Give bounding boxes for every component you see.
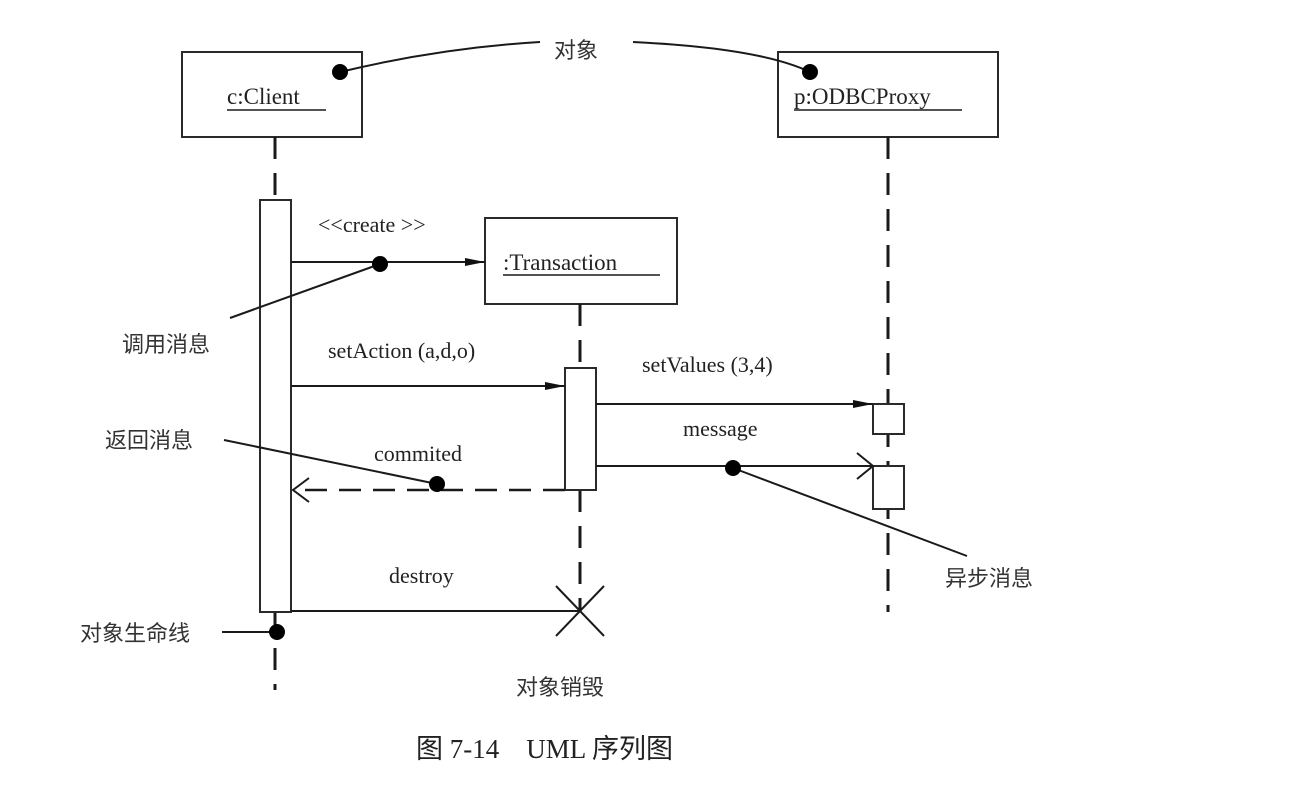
annotation-object-leader-left	[339, 41, 541, 73]
message-set-values: setValues (3,4)	[596, 352, 873, 408]
object-client-label: c:Client	[227, 84, 300, 109]
annotation-call-dot	[372, 256, 388, 272]
activation-transaction	[564, 367, 597, 491]
create-label: <<create >>	[318, 212, 426, 237]
activation-proxy-async	[872, 465, 905, 510]
message-return: commited	[291, 441, 565, 503]
annotation-call-leader	[229, 263, 381, 319]
annotation-lifeline-dot	[269, 624, 285, 640]
set-action-label: setAction (a,d,o)	[328, 338, 475, 363]
annotation-return-leader	[223, 439, 438, 485]
annotation-async-dot	[725, 460, 741, 476]
annotation-return-dot	[429, 476, 445, 492]
annotation-object-leader-right	[632, 41, 811, 73]
set-values-label: setValues (3,4)	[642, 352, 773, 377]
annotation-return-label: 返回消息	[105, 429, 193, 454]
return-label: commited	[374, 441, 462, 466]
annotation-async-label: 异步消息	[945, 567, 1033, 592]
object-proxy-label: p:ODBCProxy	[794, 84, 931, 109]
object-transaction-box	[484, 217, 678, 305]
annotation-object: 对象	[332, 39, 818, 80]
activation-client	[259, 199, 292, 613]
annotation-object-label: 对象	[554, 39, 598, 64]
annotation-destruction-label: 对象销毁	[516, 676, 604, 701]
object-client: c:Client	[181, 51, 363, 138]
annotation-lifeline-label: 对象生命线	[80, 622, 190, 647]
annotation-return-message: 返回消息	[105, 429, 445, 492]
figure-caption: 图 7-14 UML 序列图	[416, 734, 673, 764]
message-destroy: destroy	[291, 563, 580, 612]
annotation-call-message: 调用消息	[122, 256, 388, 358]
annotation-object-dot-client	[332, 64, 348, 80]
annotation-call-label: 调用消息	[122, 333, 210, 358]
activation-proxy-sync	[872, 403, 905, 435]
destroy-label: destroy	[389, 563, 454, 588]
annotation-lifeline: 对象生命线	[80, 622, 285, 647]
async-open-arrowhead-icon	[856, 452, 875, 480]
message-set-action: setAction (a,d,o)	[291, 338, 565, 390]
annotation-async-leader	[732, 467, 968, 557]
object-transaction-label: :Transaction	[503, 250, 618, 275]
message-create: <<create >>	[291, 212, 485, 266]
return-open-arrowhead-icon	[291, 477, 310, 503]
annotation-object-dot-proxy	[802, 64, 818, 80]
destruction-x-icon	[555, 585, 605, 637]
object-client-box	[181, 51, 363, 138]
async-message-label: message	[683, 416, 758, 441]
annotation-async-message: 异步消息	[725, 460, 1033, 592]
object-transaction: :Transaction	[484, 217, 678, 305]
